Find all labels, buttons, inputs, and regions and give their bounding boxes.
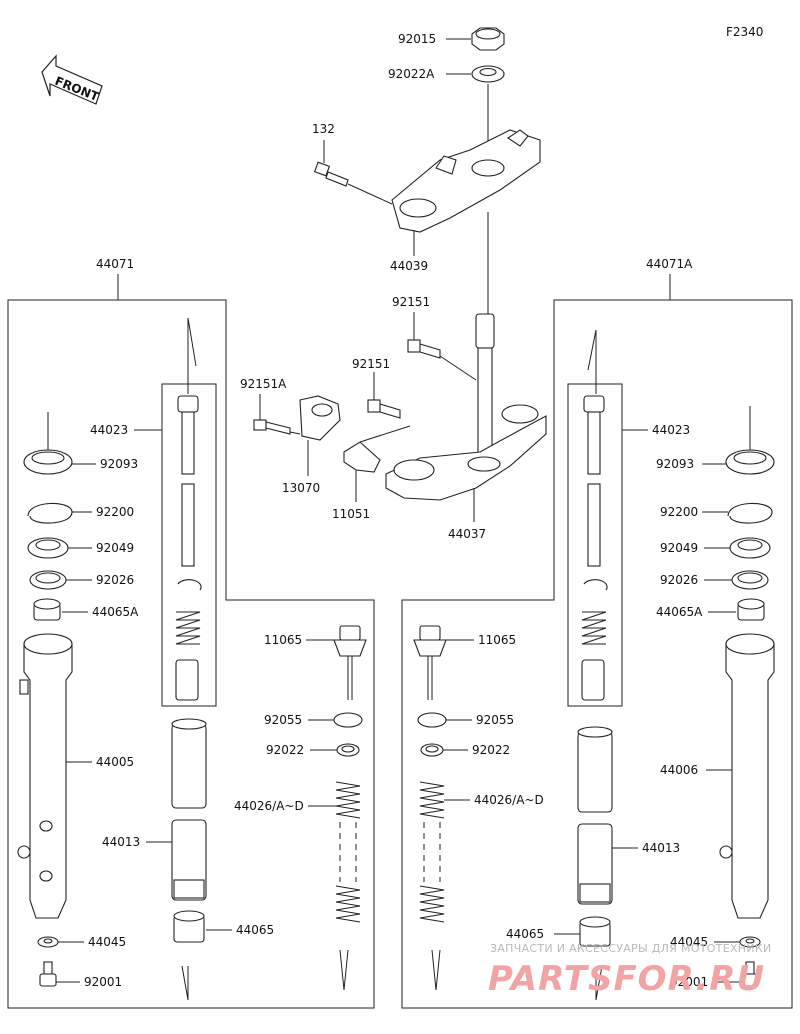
- stem-lower-clamp-44037: [385, 313, 547, 501]
- label-r44045: 44045: [670, 935, 708, 949]
- oring-92055-left: [333, 712, 363, 728]
- label-l92093: 92093: [100, 457, 138, 471]
- label-r44006: 44006: [660, 763, 698, 777]
- label-l44005: 44005: [96, 755, 134, 769]
- label-44071: 44071: [96, 257, 134, 271]
- label-92022A: 92022A: [388, 67, 435, 81]
- bolt-92151-b: [367, 399, 401, 419]
- label-92151-a: 92151: [392, 295, 430, 309]
- spring-44026-left: [335, 781, 361, 991]
- cap-92093-right: [725, 406, 775, 475]
- bushing-44065A-left: [33, 598, 61, 621]
- label-r92001: 92001: [670, 975, 708, 989]
- watermark-caption: ЗАПЧАСТИ И АКСЕССУАРЫ ДЛЯ МОТОТЕХНИКИ: [490, 942, 772, 955]
- oring-92055-right: [417, 712, 447, 728]
- clip-92200-left: [27, 502, 73, 524]
- cap-bolt-11065-left: [333, 625, 367, 700]
- label-r44023: 44023: [652, 423, 690, 437]
- figure-code: F2340: [726, 25, 763, 39]
- label-r44013: 44013: [642, 841, 680, 855]
- clamp-13070: [299, 395, 341, 441]
- label-r44065: 44065: [506, 927, 544, 941]
- label-l44065A: 44065A: [92, 605, 139, 619]
- label-l92049: 92049: [96, 541, 134, 555]
- right-damper-box: [567, 383, 623, 707]
- label-r92026: 92026: [660, 573, 698, 587]
- label-r92049: 92049: [660, 541, 698, 555]
- watermark-brand: PARTSFOR.RU: [488, 959, 765, 999]
- spring-44026-right: [419, 781, 445, 991]
- label-l44013: 44013: [102, 835, 140, 849]
- label-r92022: 92022: [472, 743, 510, 757]
- cap-92093-left: [23, 412, 73, 475]
- label-92151-b: 92151: [352, 357, 390, 371]
- bolt-132: [313, 161, 349, 187]
- label-44071A: 44071A: [646, 257, 693, 271]
- clip-92200-right: [727, 502, 773, 524]
- label-l92001: 92001: [84, 975, 122, 989]
- label-l44065: 44065: [236, 923, 274, 937]
- bolt-92001-right: [741, 961, 759, 987]
- bolt-92151A: [253, 419, 291, 435]
- left-damper-box: [161, 383, 217, 707]
- label-l44023: 44023: [90, 423, 128, 437]
- upper-clamp-44039: [391, 129, 541, 233]
- seal-92049-left: [27, 537, 69, 559]
- label-92151A: 92151A: [240, 377, 287, 391]
- label-13070: 13070: [282, 481, 320, 495]
- label-r44065A: 44065A: [656, 605, 703, 619]
- bushing-44065A-right: [737, 598, 765, 621]
- nut-92015: [471, 27, 505, 51]
- washer-92026-right: [731, 570, 769, 590]
- label-11051: 11051: [332, 507, 370, 521]
- inner-tube-44013-left: [171, 718, 207, 901]
- washer-92026-left: [29, 570, 67, 590]
- bushing-44065-right: [579, 916, 611, 947]
- left-fork-outline: [7, 299, 375, 1009]
- label-l44026: 44026/A~D: [234, 799, 304, 813]
- bolt-92001-left: [39, 961, 57, 987]
- label-l11065: 11065: [264, 633, 302, 647]
- label-44039: 44039: [390, 259, 428, 273]
- cap-bolt-11065-right: [413, 625, 447, 700]
- label-l92026: 92026: [96, 573, 134, 587]
- bracket-11051: [343, 441, 381, 473]
- bushing-44065-left: [173, 910, 205, 943]
- label-r92055: 92055: [476, 713, 514, 727]
- label-44037: 44037: [448, 527, 486, 541]
- right-fork-outline: [401, 299, 793, 1009]
- right-damper-rod: [581, 329, 608, 701]
- washer-92022-left: [336, 743, 360, 757]
- left-damper-rod: [175, 317, 202, 701]
- washer-92022-right: [420, 743, 444, 757]
- seal-92049-right: [729, 537, 771, 559]
- label-l92022: 92022: [266, 743, 304, 757]
- washer-44045-left: [37, 936, 59, 948]
- label-r11065: 11065: [478, 633, 516, 647]
- label-92015: 92015: [398, 32, 436, 46]
- label-r44026: 44026/A~D: [474, 793, 544, 807]
- label-r92093: 92093: [656, 457, 694, 471]
- label-r92200: 92200: [660, 505, 698, 519]
- bolt-92151-a: [407, 339, 441, 359]
- outer-tube-44005: [17, 633, 73, 919]
- label-l92200: 92200: [96, 505, 134, 519]
- outer-tube-44006: [719, 633, 775, 919]
- label-l44045: 44045: [88, 935, 126, 949]
- inner-tube-44013-right: [577, 726, 613, 905]
- label-132: 132: [312, 122, 335, 136]
- front-arrow-icon: FRONT: [41, 54, 103, 105]
- label-l92055: 92055: [264, 713, 302, 727]
- washer-92022A: [471, 65, 505, 83]
